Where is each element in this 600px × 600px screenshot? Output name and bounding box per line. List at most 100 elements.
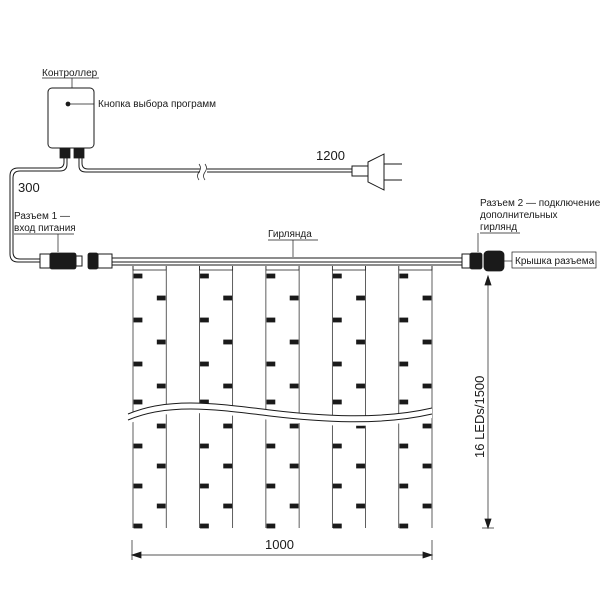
- led-icon: [332, 317, 342, 323]
- program-button-icon: [65, 101, 71, 107]
- strand-link: [132, 266, 167, 271]
- led-icon: [200, 443, 209, 449]
- led-icon: [422, 503, 432, 509]
- strand-link: [331, 266, 366, 271]
- led-icon: [356, 383, 365, 389]
- led-icon: [332, 483, 342, 489]
- connector-cap-label-box: [511, 251, 597, 269]
- led-icon: [156, 339, 166, 345]
- controller: Контроллер Кнопка выбора программ: [42, 68, 216, 159]
- height-label: 16 LEDs/1500: [472, 376, 487, 458]
- connector-cap-icon: [483, 250, 505, 272]
- led-icon: [289, 383, 299, 389]
- led-icon: [266, 443, 276, 449]
- led-icon: [156, 423, 166, 429]
- controller-port-left: [59, 147, 71, 159]
- led-icon: [332, 361, 342, 367]
- led-icon: [156, 503, 166, 509]
- cable-length-label: 1200: [316, 148, 345, 163]
- led-icon: [289, 423, 299, 429]
- led-icon: [422, 339, 432, 345]
- led-icon: [133, 523, 143, 529]
- led-icon: [133, 443, 143, 449]
- break-line-top: [127, 402, 433, 417]
- connector2-label-line1: Разъем 2 — подключение: [480, 198, 600, 209]
- width-dimension: 1000: [130, 537, 434, 560]
- led-icon: [289, 295, 299, 301]
- garland-main-wire: Гирлянда: [112, 229, 462, 266]
- led-icon: [332, 443, 342, 449]
- power-cable: 1200: [78, 148, 402, 191]
- controller-output-cable-b: [12, 158, 68, 260]
- connector2-label-line2: дополнительных: [480, 210, 558, 221]
- led-icon: [223, 503, 233, 509]
- controller-output-cable-a: [9, 158, 65, 263]
- cable-300-label: 300: [18, 180, 40, 195]
- connector-1-icon: [39, 252, 113, 270]
- led-icon: [156, 295, 166, 301]
- cable-break-mark-1: [197, 163, 201, 181]
- led-icon: [223, 383, 233, 389]
- connector-2-body: [461, 253, 471, 269]
- connector-2-icon: [469, 252, 483, 270]
- led-icon: [356, 295, 365, 301]
- led-icon: [289, 503, 299, 509]
- led-icon: [289, 339, 299, 345]
- led-icon: [200, 483, 209, 489]
- led-icon: [399, 443, 409, 449]
- garland-label: Гирлянда: [268, 229, 312, 240]
- led-icon: [422, 463, 432, 469]
- led-icon: [266, 483, 276, 489]
- led-icon: [356, 503, 365, 509]
- led-icon: [223, 423, 233, 429]
- led-icon: [223, 339, 233, 345]
- led-icon: [223, 463, 233, 469]
- led-strands: [132, 266, 433, 529]
- power-cable-lower: [81, 158, 200, 170]
- strand-link: [265, 266, 300, 271]
- led-icon: [156, 463, 166, 469]
- led-icon: [422, 383, 432, 389]
- strand-link: [398, 266, 433, 271]
- led-icon: [266, 523, 276, 529]
- connector2-label-line3: гирлянд: [480, 222, 517, 233]
- led-icon: [399, 317, 409, 323]
- connector-2: Разъем 2 — подключение дополнительных ги…: [461, 198, 600, 272]
- led-icon: [422, 295, 432, 301]
- controller-box-icon: [47, 87, 95, 149]
- connector1-label-line1: Разъем 1 —: [14, 211, 70, 222]
- led-icon: [266, 273, 276, 279]
- led-icon: [133, 273, 143, 279]
- led-icon: [266, 399, 276, 405]
- led-icon: [200, 317, 209, 323]
- break-line-bottom: [127, 408, 433, 423]
- led-icon: [133, 483, 143, 489]
- led-icon: [223, 295, 233, 301]
- led-icon: [133, 317, 143, 323]
- curtain-break: [127, 402, 433, 426]
- led-icon: [266, 361, 276, 367]
- led-icon: [399, 523, 409, 529]
- led-icon: [200, 273, 209, 279]
- led-icon: [356, 339, 365, 345]
- led-icon: [266, 317, 276, 323]
- led-icon: [332, 273, 342, 279]
- led-icon: [156, 383, 166, 389]
- controller-label: Контроллер: [42, 68, 98, 79]
- height-dimension: 16 LEDs/1500: [472, 274, 494, 530]
- led-icon: [422, 423, 432, 429]
- controller-output-cable: 300 Разъем 1 — вход питания: [9, 158, 76, 263]
- led-icon: [399, 399, 409, 405]
- cable-break-mark-2: [203, 163, 207, 181]
- connector-cap-label: Крышка разъема: [515, 256, 595, 267]
- led-icon: [399, 483, 409, 489]
- power-plug-icon: [351, 153, 402, 191]
- led-icon: [200, 361, 209, 367]
- led-icon: [332, 523, 342, 529]
- led-icon: [133, 399, 143, 405]
- led-icon: [399, 273, 409, 279]
- led-icon: [356, 463, 365, 469]
- program-button-label: Кнопка выбора программ: [98, 98, 216, 110]
